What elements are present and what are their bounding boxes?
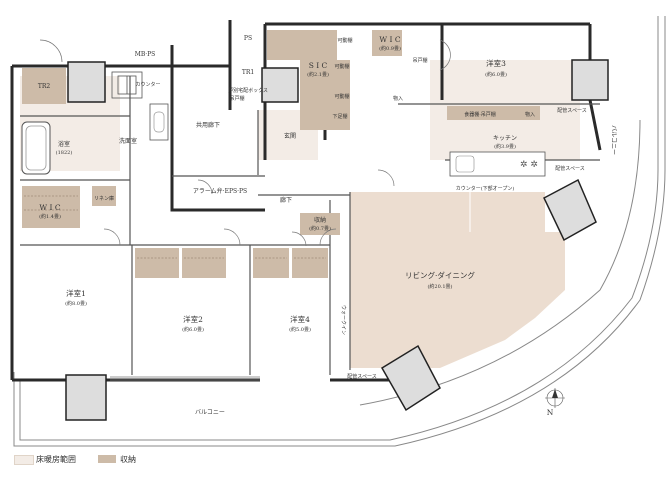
label-tr1: TR1	[242, 69, 254, 76]
label-movable-shelf-a: 可動棚	[337, 37, 352, 44]
label-upper-shelf-b: 吊戸棚	[229, 95, 244, 102]
label-ps: PS	[244, 35, 252, 42]
label-wic-top: W I C	[379, 35, 400, 44]
label-storage-mid: 収納	[314, 216, 326, 224]
label-walk-in: ウォークイン	[340, 305, 347, 335]
label-counter: カウンター	[135, 81, 160, 88]
label-movable-shelf-c: 可動棚	[334, 93, 349, 100]
label-western4-size: (約5.0畳)	[289, 326, 311, 333]
label-kitchen-counter: カウンター(下部オープン)	[456, 185, 515, 192]
stove-icon: ✲ ✲	[520, 160, 538, 170]
label-balcony-right: バルコニー	[610, 125, 617, 155]
label-western2: 洋室2	[183, 314, 203, 324]
label-western2-size: (約6.0畳)	[182, 326, 204, 333]
label-entrance: 玄関	[284, 132, 296, 140]
label-western1-size: (約8.0畳)	[65, 300, 87, 307]
label-kitchen-size: (約3.9畳)	[494, 143, 516, 150]
kitchen-counter: ✲ ✲	[449, 151, 546, 177]
counter-unit	[111, 71, 143, 99]
bathtub-icon	[21, 121, 51, 175]
label-tr2: TR2	[38, 83, 51, 90]
label-mailbox: 戸別宅配ボックス	[228, 87, 268, 94]
label-bath-size: (1822)	[56, 149, 73, 156]
label-storage-small-b: 物入	[525, 111, 535, 118]
label-washroom: 洗面室	[119, 137, 137, 145]
label-balcony-bottom: バルコニー	[195, 409, 225, 416]
label-shoe-shelf: 下足棚	[332, 113, 347, 120]
label-western4: 洋室4	[290, 314, 310, 324]
label-pipe-space-a: 配管スペース	[557, 107, 586, 114]
label-storage-mid-size: (約0.7畳)	[309, 225, 331, 232]
label-western3-size: (約6.0畳)	[485, 71, 507, 78]
label-living: リビング·ダイニング	[405, 270, 475, 280]
label-storage-small-a: 物入	[393, 95, 403, 102]
label-kitchen: キッチン	[493, 135, 517, 142]
label-linen: リネン庫	[94, 195, 114, 202]
label-upper-shelf-a: 吊戸棚	[412, 57, 427, 64]
windows	[110, 376, 260, 381]
label-alarm: アラーム弁·EPS·PS	[193, 187, 247, 195]
label-western3: 洋室3	[486, 58, 506, 68]
label-mbps: MB·PS	[135, 51, 156, 58]
label-sic-size: (約2.1畳)	[307, 71, 329, 78]
legend-storage-swatch	[98, 455, 116, 463]
washbasin-icon	[149, 103, 169, 141]
living-floor	[350, 192, 565, 368]
label-common-hall: 共用廊下	[196, 121, 220, 129]
columns	[65, 59, 609, 421]
label-pipe-space-c: 配管スペース	[347, 373, 376, 380]
label-hall: 廊下	[280, 196, 292, 204]
label-sic: S I C	[309, 61, 328, 70]
compass-label: N	[547, 408, 554, 417]
legend-floor-heating-swatch	[14, 455, 34, 465]
label-wic-left: W I C	[39, 203, 60, 212]
label-pipe-space-b: 配管スペース	[555, 165, 584, 172]
legend-storage: 収納	[120, 455, 136, 464]
north-arrow-icon	[545, 388, 565, 408]
label-living-size: (約20.1畳)	[427, 283, 452, 290]
label-wic-top-size: (約0.9畳)	[379, 45, 401, 52]
label-pantry: 食器棚·吊戸棚	[464, 111, 496, 118]
shelf-lines	[24, 195, 326, 259]
label-western1: 洋室1	[66, 288, 86, 298]
label-movable-shelf-b: 可動棚	[334, 63, 349, 70]
room-labels: MB·PS PS TR2 TR1 カウンター 戸別宅配ボックス S I C (約…	[38, 35, 617, 417]
label-bath: 浴室	[58, 140, 70, 148]
storage-areas	[22, 30, 540, 278]
legend-floor-heating: 床暖房範囲	[36, 455, 76, 464]
label-wic-left-size: (約1.4畳)	[39, 213, 61, 220]
door-swings	[39, 39, 451, 247]
